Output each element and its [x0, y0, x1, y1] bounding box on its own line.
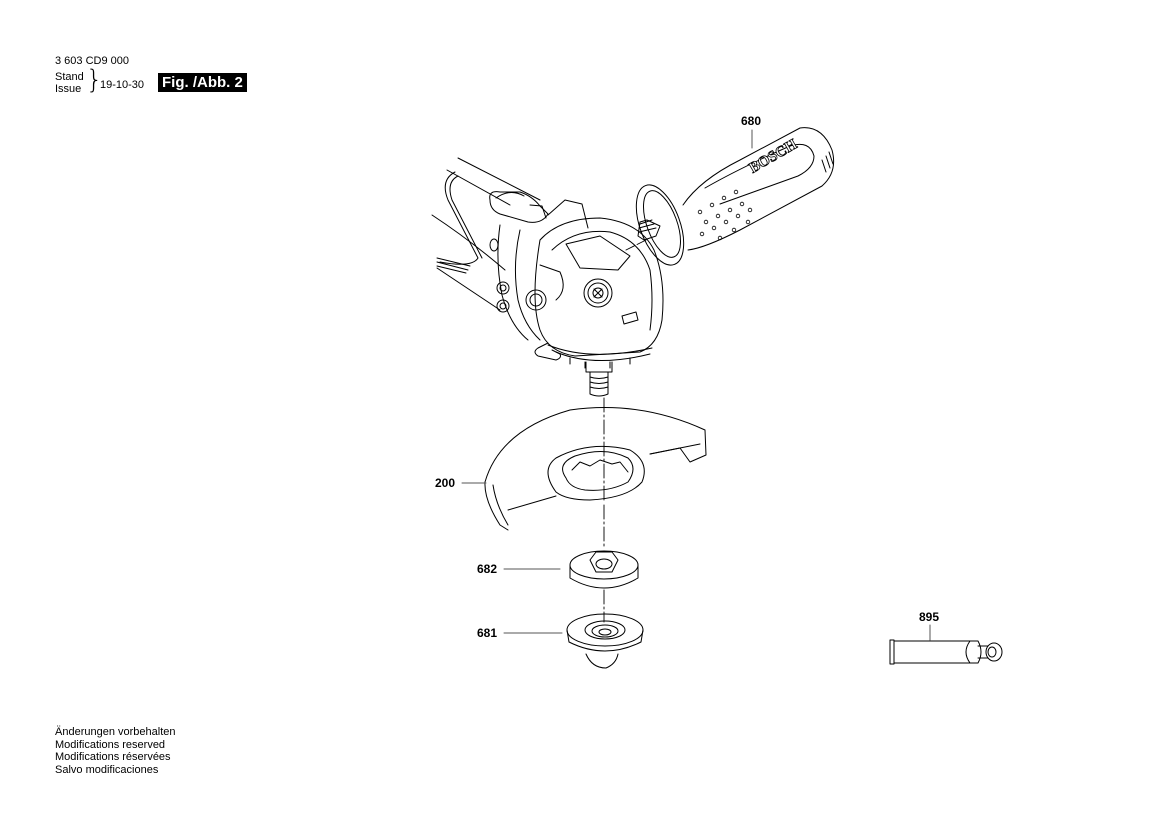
part-number-895: 895	[919, 610, 939, 624]
part-number-682: 682	[477, 562, 497, 576]
notice-line-es: Salvo modificaciones	[55, 763, 159, 776]
part-number-681: 681	[477, 626, 497, 640]
clamping-nut-drawing	[569, 550, 639, 589]
issue-label: Issue	[55, 83, 82, 95]
grinder-body-drawing	[431, 157, 664, 397]
part-number-200: 200	[435, 476, 455, 490]
auxiliary-handle-drawing: BOSCH	[635, 127, 835, 266]
protection-guard-drawing	[484, 407, 707, 531]
notice-line-de: Änderungen vorbehalten	[55, 726, 176, 738]
mounting-flange-drawing	[566, 613, 644, 669]
notice-line-fr: Modifications réservées	[55, 751, 171, 763]
modification-notice: Änderungen vorbehalten Modifications res…	[55, 726, 175, 776]
leader-lines	[461, 129, 931, 641]
grease-tube-drawing	[889, 639, 1003, 665]
document-number: 3 603 CD9 000	[55, 55, 129, 67]
stand-label: Stand	[55, 71, 84, 83]
stand-issue-labels: Stand Issue	[55, 71, 84, 95]
brace-glyph: }	[86, 65, 103, 95]
center-axis-line	[603, 239, 647, 623]
part-number-680: 680	[741, 114, 761, 128]
notice-line-en: Modifications reserved	[55, 738, 166, 751]
issue-date: 19-10-30	[100, 79, 145, 91]
figure-badge: Fig. /Abb. 2	[158, 73, 247, 92]
